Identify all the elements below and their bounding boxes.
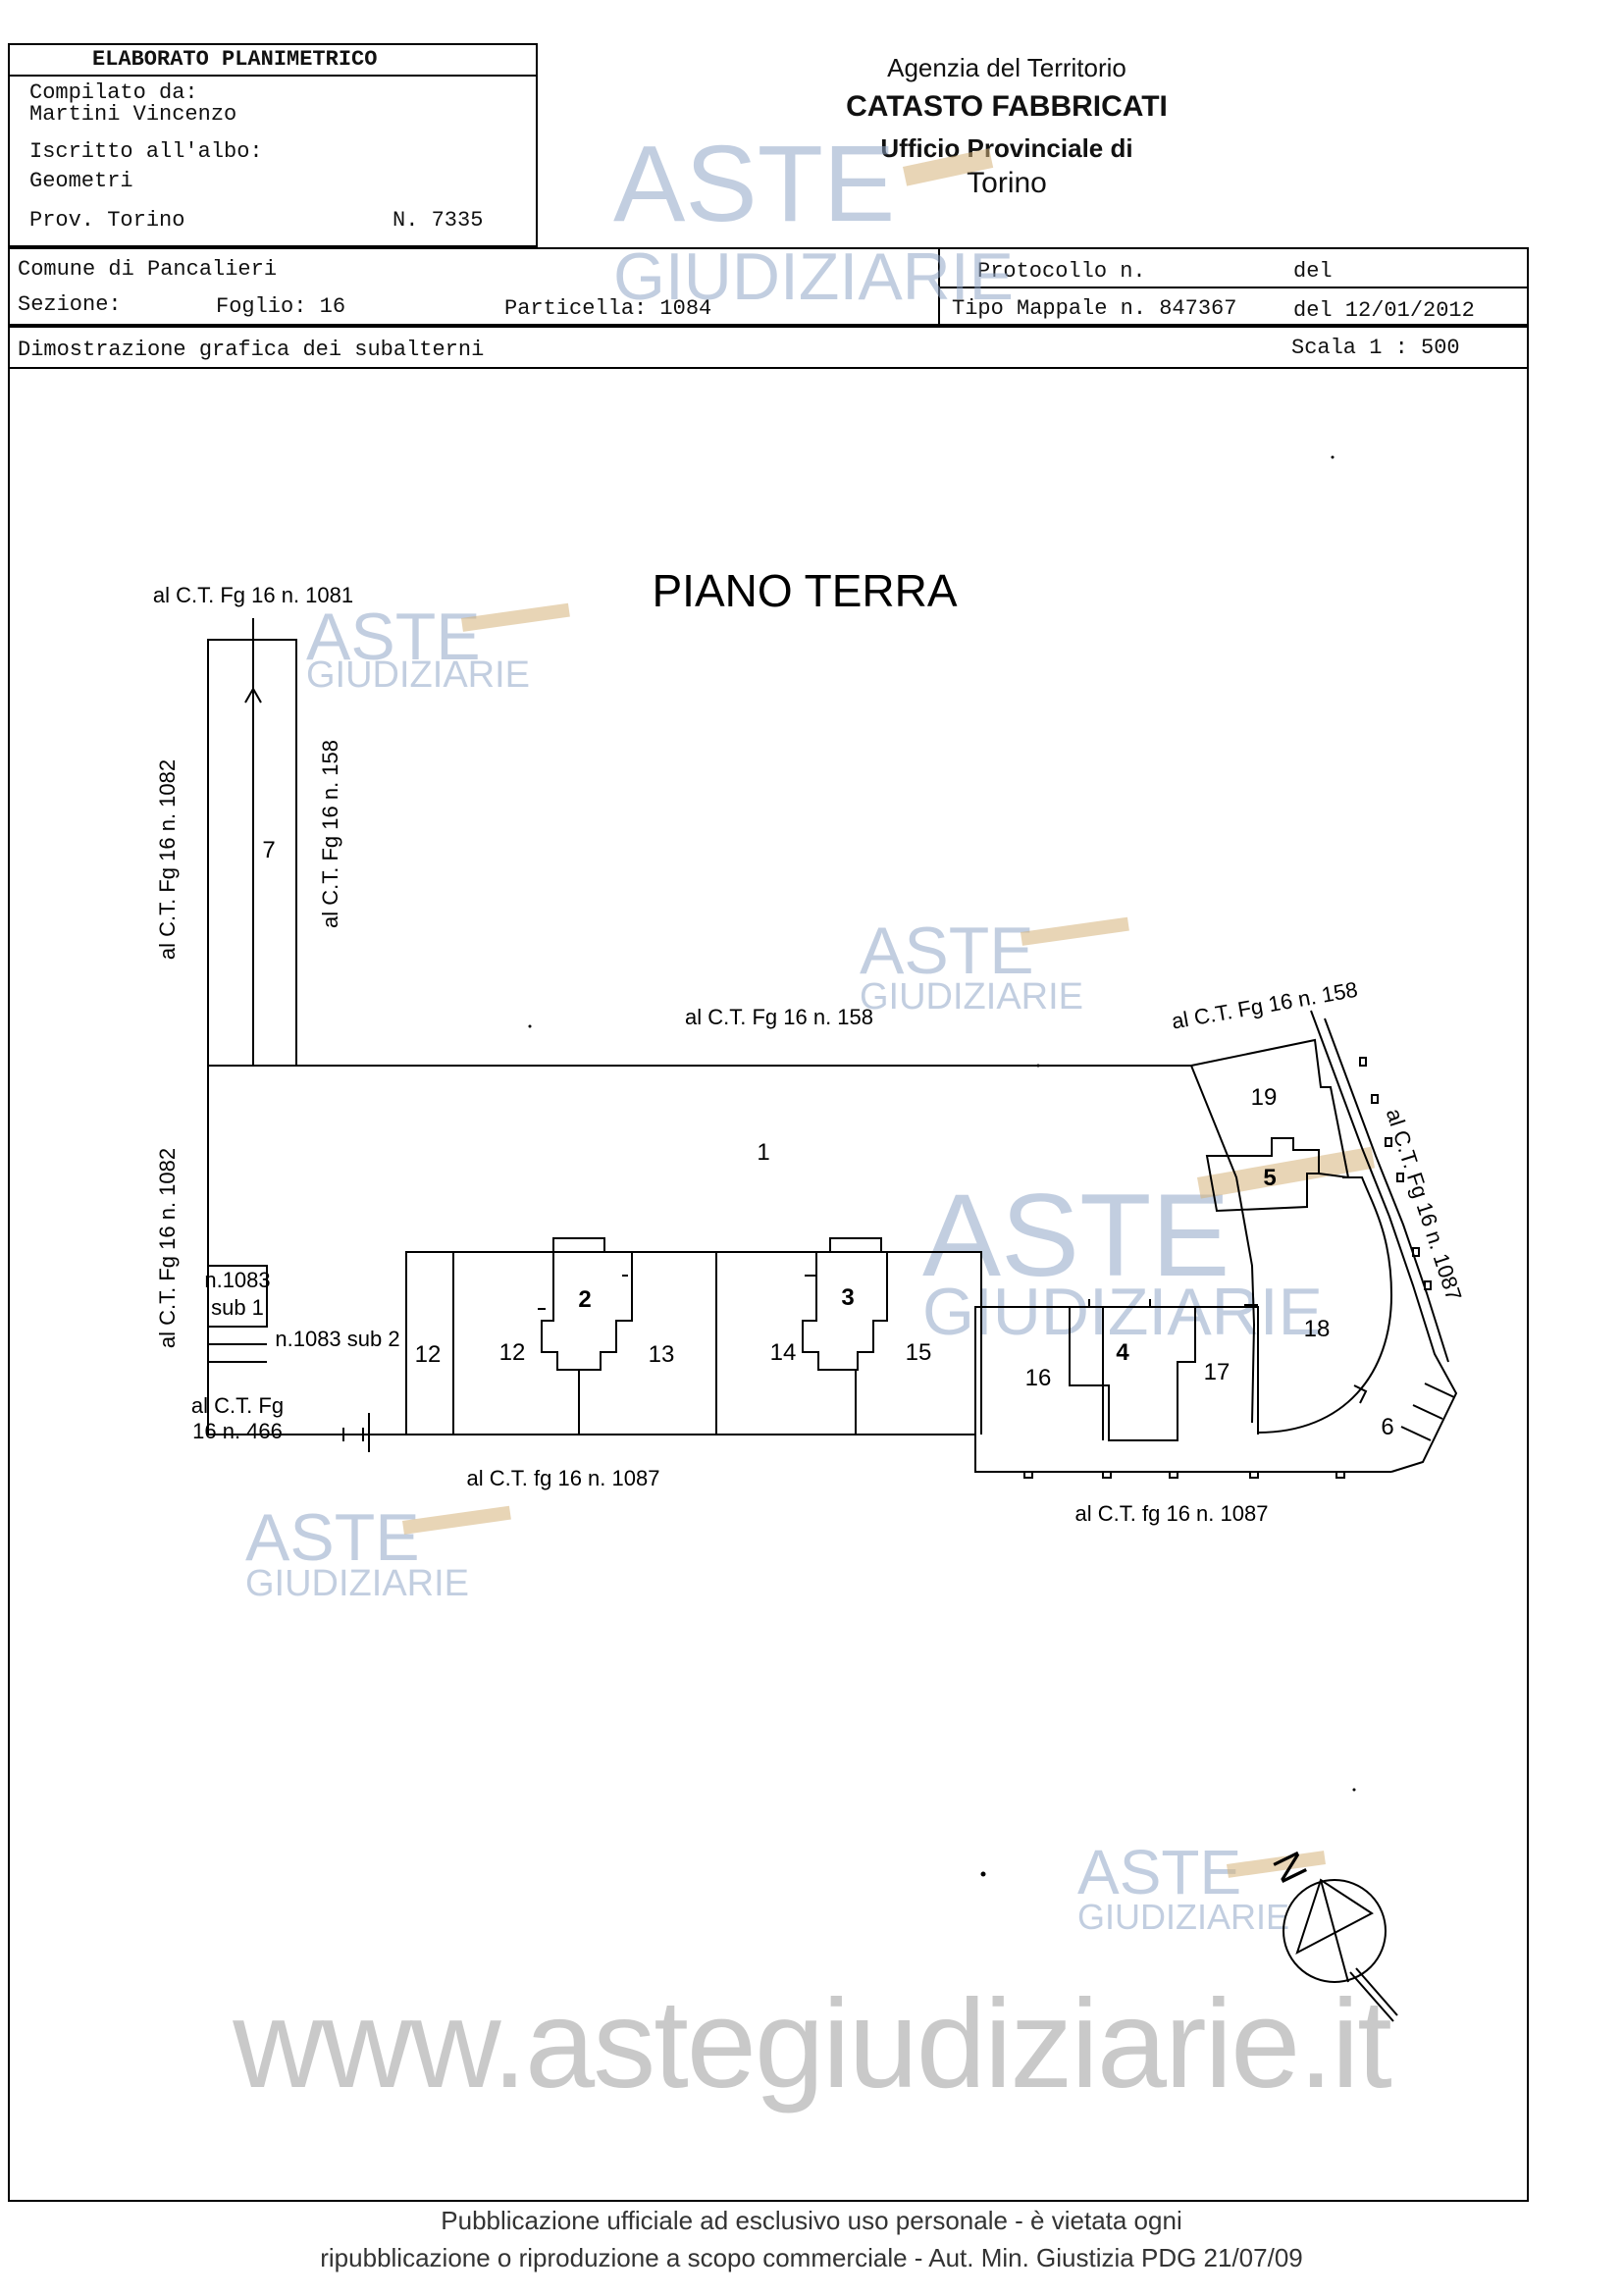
dimostrazione-label: Dimostrazione grafica dei subalterni bbox=[18, 338, 485, 362]
label-n1083: n.1083 bbox=[204, 1268, 270, 1292]
unit-3-outline bbox=[802, 1237, 888, 1371]
iscritto-label: Iscritto all'albo: bbox=[29, 139, 263, 164]
drawing-frame bbox=[8, 326, 1529, 2202]
watermark-url: www.astegiudiziarie.it bbox=[233, 1974, 1392, 2114]
document-title: ELABORATO PLANIMETRICO bbox=[92, 47, 378, 72]
unit-5-label: 5 bbox=[1263, 1165, 1276, 1191]
unit-14-label: 14 bbox=[770, 1339, 797, 1366]
unit-4-outline bbox=[1069, 1307, 1196, 1441]
unit-2-outline bbox=[541, 1237, 633, 1371]
plan-title: PIANO TERRA bbox=[653, 565, 958, 616]
boundary-label-n1082-top: al C.T. Fg 16 n. 1082 bbox=[155, 759, 180, 960]
compilatore-box bbox=[8, 43, 538, 247]
watermark-aste-4: ASTE bbox=[245, 1500, 420, 1575]
unit-19-outline bbox=[1190, 1038, 1350, 1179]
agency-name: Agenzia del Territorio bbox=[887, 53, 1126, 82]
boundary-label-n1087-left: al C.T. fg 16 n. 1087 bbox=[467, 1466, 660, 1490]
boundary-label-n158-middle: al C.T. Fg 16 n. 158 bbox=[685, 1005, 873, 1029]
unit-2-label: 2 bbox=[578, 1286, 591, 1313]
plan-boundary-ticks bbox=[1023, 1057, 1432, 1479]
unit-15-label: 15 bbox=[906, 1339, 932, 1366]
units-16-18-outline bbox=[974, 1306, 1259, 1435]
protocollo-del-label: del bbox=[1293, 259, 1333, 284]
boundary-label-n158-right: al C.T. Fg 16 n. 158 bbox=[1170, 977, 1359, 1034]
boundary-label-n1087-right: al C.T. fg 16 n. 1087 bbox=[1075, 1501, 1269, 1526]
unit-17-label: 17 bbox=[1204, 1359, 1230, 1385]
tipo-mappale-date: del 12/01/2012 bbox=[1293, 298, 1475, 323]
unit-19-label: 19 bbox=[1251, 1084, 1278, 1111]
label-sub1: sub 1 bbox=[211, 1295, 264, 1320]
foglio: Foglio: 16 bbox=[216, 294, 346, 319]
comune: Comune di Pancalieri bbox=[18, 257, 278, 282]
info-table-row-divider bbox=[938, 287, 1529, 288]
unit-7-label: 7 bbox=[262, 837, 275, 863]
particella: Particella: 1084 bbox=[504, 296, 712, 321]
gavel-icons bbox=[402, 148, 1376, 1878]
unit-4-label: 4 bbox=[1116, 1339, 1129, 1366]
watermark-giudiziarie-4: GIUDIZIARIE bbox=[245, 1563, 469, 1604]
protocollo-label: Protocollo n. bbox=[977, 259, 1146, 284]
footer-line-2: ripubblicazione o riproduzione a scopo c… bbox=[320, 2243, 1303, 2272]
unit-18-label: 18 bbox=[1304, 1316, 1331, 1342]
catasto-title: CATASTO FABBRICATI bbox=[846, 90, 1168, 123]
unit-18-outline bbox=[1257, 1176, 1393, 1435]
watermark-giudiziarie-1: GIUDIZIARIE bbox=[306, 654, 530, 696]
unit-6-label: 6 bbox=[1381, 1414, 1393, 1440]
sezione-label: Sezione: bbox=[18, 292, 122, 317]
compilatore-title-divider bbox=[8, 75, 538, 77]
compilato-label: Compilato da: bbox=[29, 80, 198, 105]
boundary-label-n1082-bottom: al C.T. Fg 16 n. 1082 bbox=[155, 1148, 180, 1348]
ufficio-city: Torino bbox=[967, 167, 1047, 199]
unit-13-label: 13 bbox=[649, 1341, 675, 1368]
watermark-aste-2: ASTE bbox=[860, 913, 1034, 988]
tipo-mappale: Tipo Mappale n. 847367 bbox=[952, 296, 1237, 321]
unit-5-outline bbox=[1205, 1137, 1320, 1213]
north-label: N bbox=[1264, 1846, 1315, 1890]
unit-1083-outline bbox=[208, 1265, 268, 1328]
watermark-aste-5: ASTE bbox=[1077, 1837, 1241, 1907]
ufficio-label: Ufficio Provinciale di bbox=[880, 133, 1133, 163]
watermark-aste-3: ASTE bbox=[922, 1170, 1230, 1301]
watermark-aste-1: ASTE bbox=[306, 600, 481, 674]
unit-1-outline bbox=[208, 1065, 1256, 1424]
watermark-giudiziarie-header: GIUDIZIARIE bbox=[613, 239, 1014, 314]
watermark-giudiziarie-2: GIUDIZIARIE bbox=[860, 976, 1083, 1018]
label-fg16-line1: al C.T. Fg bbox=[191, 1393, 284, 1418]
north-arrow-icon bbox=[1283, 1878, 1398, 2022]
watermark-aste-header: ASTE bbox=[613, 124, 895, 244]
unit-12b-label: 12 bbox=[499, 1339, 526, 1366]
unit-16-label: 16 bbox=[1025, 1365, 1052, 1391]
watermark-giudiziarie-5: GIUDIZIARIE bbox=[1077, 1897, 1289, 1937]
scan-dots bbox=[528, 455, 1356, 1877]
compilato-name: Martini Vincenzo bbox=[29, 102, 237, 127]
boundary-label-n158-vertical: al C.T. Fg 16 n. 158 bbox=[318, 740, 342, 928]
unit-6-outline bbox=[1310, 1010, 1458, 1473]
label-n1083-sub2: n.1083 sub 2 bbox=[275, 1327, 399, 1351]
boundary-label-n1081: al C.T. Fg 16 n. 1081 bbox=[153, 583, 353, 607]
albo-number: N. 7335 bbox=[393, 208, 484, 233]
units-12-15-outline bbox=[405, 1251, 982, 1435]
drawing-header-divider bbox=[8, 367, 1529, 369]
iscritto-value: Geometri bbox=[29, 169, 133, 193]
provincia: Prov. Torino bbox=[29, 208, 185, 233]
unit-3-label: 3 bbox=[841, 1284, 854, 1311]
unit-1-label: 1 bbox=[757, 1139, 769, 1166]
scala-label: Scala 1 : 500 bbox=[1291, 336, 1460, 360]
unit-12a-label: 12 bbox=[415, 1341, 442, 1368]
label-fg16-line2: 16 n. 466 bbox=[192, 1419, 283, 1443]
footer-line-1: Pubblicazione ufficiale ad esclusivo uso… bbox=[441, 2206, 1182, 2235]
watermark-giudiziarie-3: GIUDIZIARIE bbox=[922, 1275, 1323, 1349]
boundary-label-n1087-vertical: al C.T. Fg 16 n. 1087 bbox=[1382, 1106, 1467, 1304]
